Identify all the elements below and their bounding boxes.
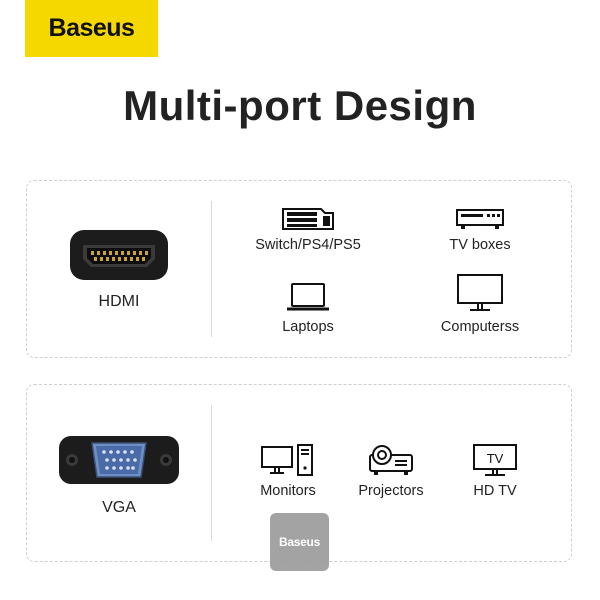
desktop-pc-icon xyxy=(261,444,313,476)
laptop-icon xyxy=(287,283,329,311)
device-label: Switch/PS4/PS5 xyxy=(255,237,361,253)
baseus-logo: Baseus xyxy=(25,0,158,57)
device-projectors: Projectors xyxy=(326,443,456,499)
device-tv-boxes: TV boxes xyxy=(415,207,545,253)
hdmi-port-icon xyxy=(70,230,168,280)
tv-box-icon xyxy=(456,209,504,229)
device-switch-ps: Switch/PS4/PS5 xyxy=(243,207,373,253)
vga-port-icon xyxy=(59,436,179,484)
panel-divider xyxy=(211,405,212,541)
watermark-text: Baseus xyxy=(279,535,320,549)
panel-divider xyxy=(211,201,212,337)
device-hd-tv: TV HD TV xyxy=(430,443,560,499)
device-label: Computerss xyxy=(440,319,520,335)
tv-icon: TV xyxy=(473,444,517,476)
device-label: HD TV xyxy=(473,483,517,499)
device-monitors: Monitors xyxy=(223,443,353,499)
computer-monitor-icon xyxy=(457,274,503,311)
logo-text: Baseus xyxy=(48,14,135,42)
hdmi-panel: HDMI Switch/PS4/PS5 TV boxes Laptops xyxy=(26,180,572,358)
page-title: Multi-port Design xyxy=(123,82,477,129)
projector-icon xyxy=(369,445,413,475)
device-computers: Computerss xyxy=(415,273,545,335)
tv-screen-text: TV xyxy=(487,451,504,466)
device-label: Laptops xyxy=(282,319,334,335)
device-laptops: Laptops xyxy=(243,281,373,335)
device-label: Monitors xyxy=(260,483,316,499)
device-label: Projectors xyxy=(358,483,424,499)
device-label: TV boxes xyxy=(449,237,511,253)
game-console-icon xyxy=(282,208,334,230)
baseus-watermark: Baseus xyxy=(270,513,329,571)
hdmi-label: HDMI xyxy=(98,293,140,310)
vga-label: VGA xyxy=(102,499,136,516)
